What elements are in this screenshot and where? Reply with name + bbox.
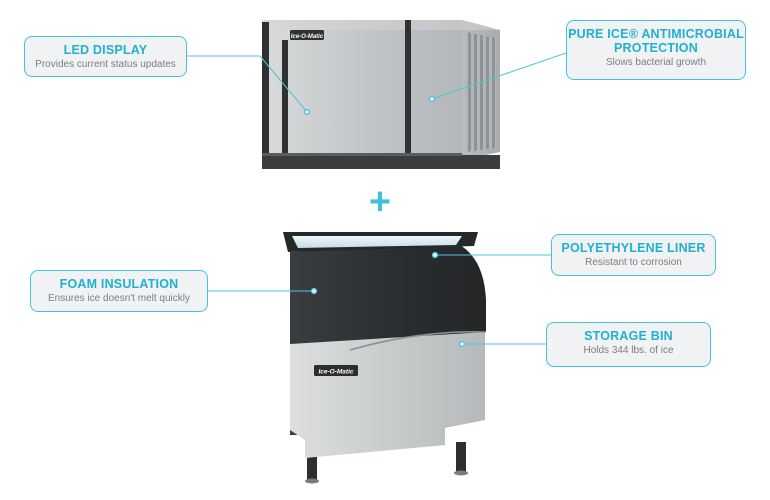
- dot-liner: [431, 251, 439, 259]
- leg-front-left: [307, 450, 317, 480]
- callout-polyethylene-liner: POLYETHYLENE LINER Resistant to corrosio…: [551, 234, 716, 276]
- callout-subtitle: Ensures ice doesn't melt quickly: [48, 293, 190, 304]
- storage-bin-unit: Ice-O-Matic: [283, 232, 487, 484]
- callout-storage-bin: STORAGE BIN Holds 344 lbs. of ice: [546, 322, 711, 367]
- ice-machine-logo: Ice-O-Matic: [291, 34, 324, 40]
- callout-led-display: LED DISPLAY Provides current status upda…: [24, 36, 187, 77]
- plus-symbol: +: [369, 181, 391, 223]
- bin-front: [290, 244, 486, 344]
- ice-machine-vents: [466, 32, 496, 152]
- dot-led-display: [303, 108, 311, 116]
- callout-title: LED DISPLAY: [63, 43, 148, 57]
- callout-title: FOAM INSULATION: [59, 277, 179, 291]
- front-trim-left: [282, 40, 288, 155]
- dot-pure-ice: [428, 95, 436, 103]
- callout-title-line1: PURE ICE® ANTIMICROBIAL: [568, 27, 744, 41]
- leg-front-right: [456, 442, 466, 472]
- dot-storage-bin: [458, 340, 466, 348]
- callout-title: STORAGE BIN: [584, 329, 673, 343]
- bin-badge: [314, 365, 358, 376]
- ice-machine: Ice-O-Matic: [262, 20, 500, 169]
- callout-subtitle: Holds 344 lbs. of ice: [583, 345, 674, 356]
- ice-machine-body: [262, 20, 462, 160]
- callout-subtitle: Provides current status updates: [35, 59, 176, 70]
- bin-liner: [292, 236, 462, 248]
- callout-subtitle: Resistant to corrosion: [585, 257, 682, 268]
- ice-machine-badge: [290, 30, 324, 40]
- dot-foam: [310, 287, 318, 295]
- callout-title-line2: PROTECTION: [614, 41, 698, 55]
- leader-dots: [303, 95, 466, 348]
- bin-logo: Ice-O-Matic: [318, 369, 353, 376]
- bin-base: [290, 325, 485, 458]
- leader-lines: [187, 52, 567, 345]
- ice-machine-base: [262, 155, 500, 169]
- callout-subtitle: Slows bacterial growth: [605, 57, 707, 68]
- leader-line-pure-ice: [431, 52, 567, 100]
- callout-title: POLYETHYLENE LINER: [561, 241, 706, 255]
- callout-foam-insulation: FOAM INSULATION Ensures ice doesn't melt…: [30, 270, 208, 312]
- front-trim-right: [405, 20, 411, 155]
- callout-pure-ice: PURE ICE® ANTIMICROBIAL PROTECTION Slows…: [566, 20, 746, 80]
